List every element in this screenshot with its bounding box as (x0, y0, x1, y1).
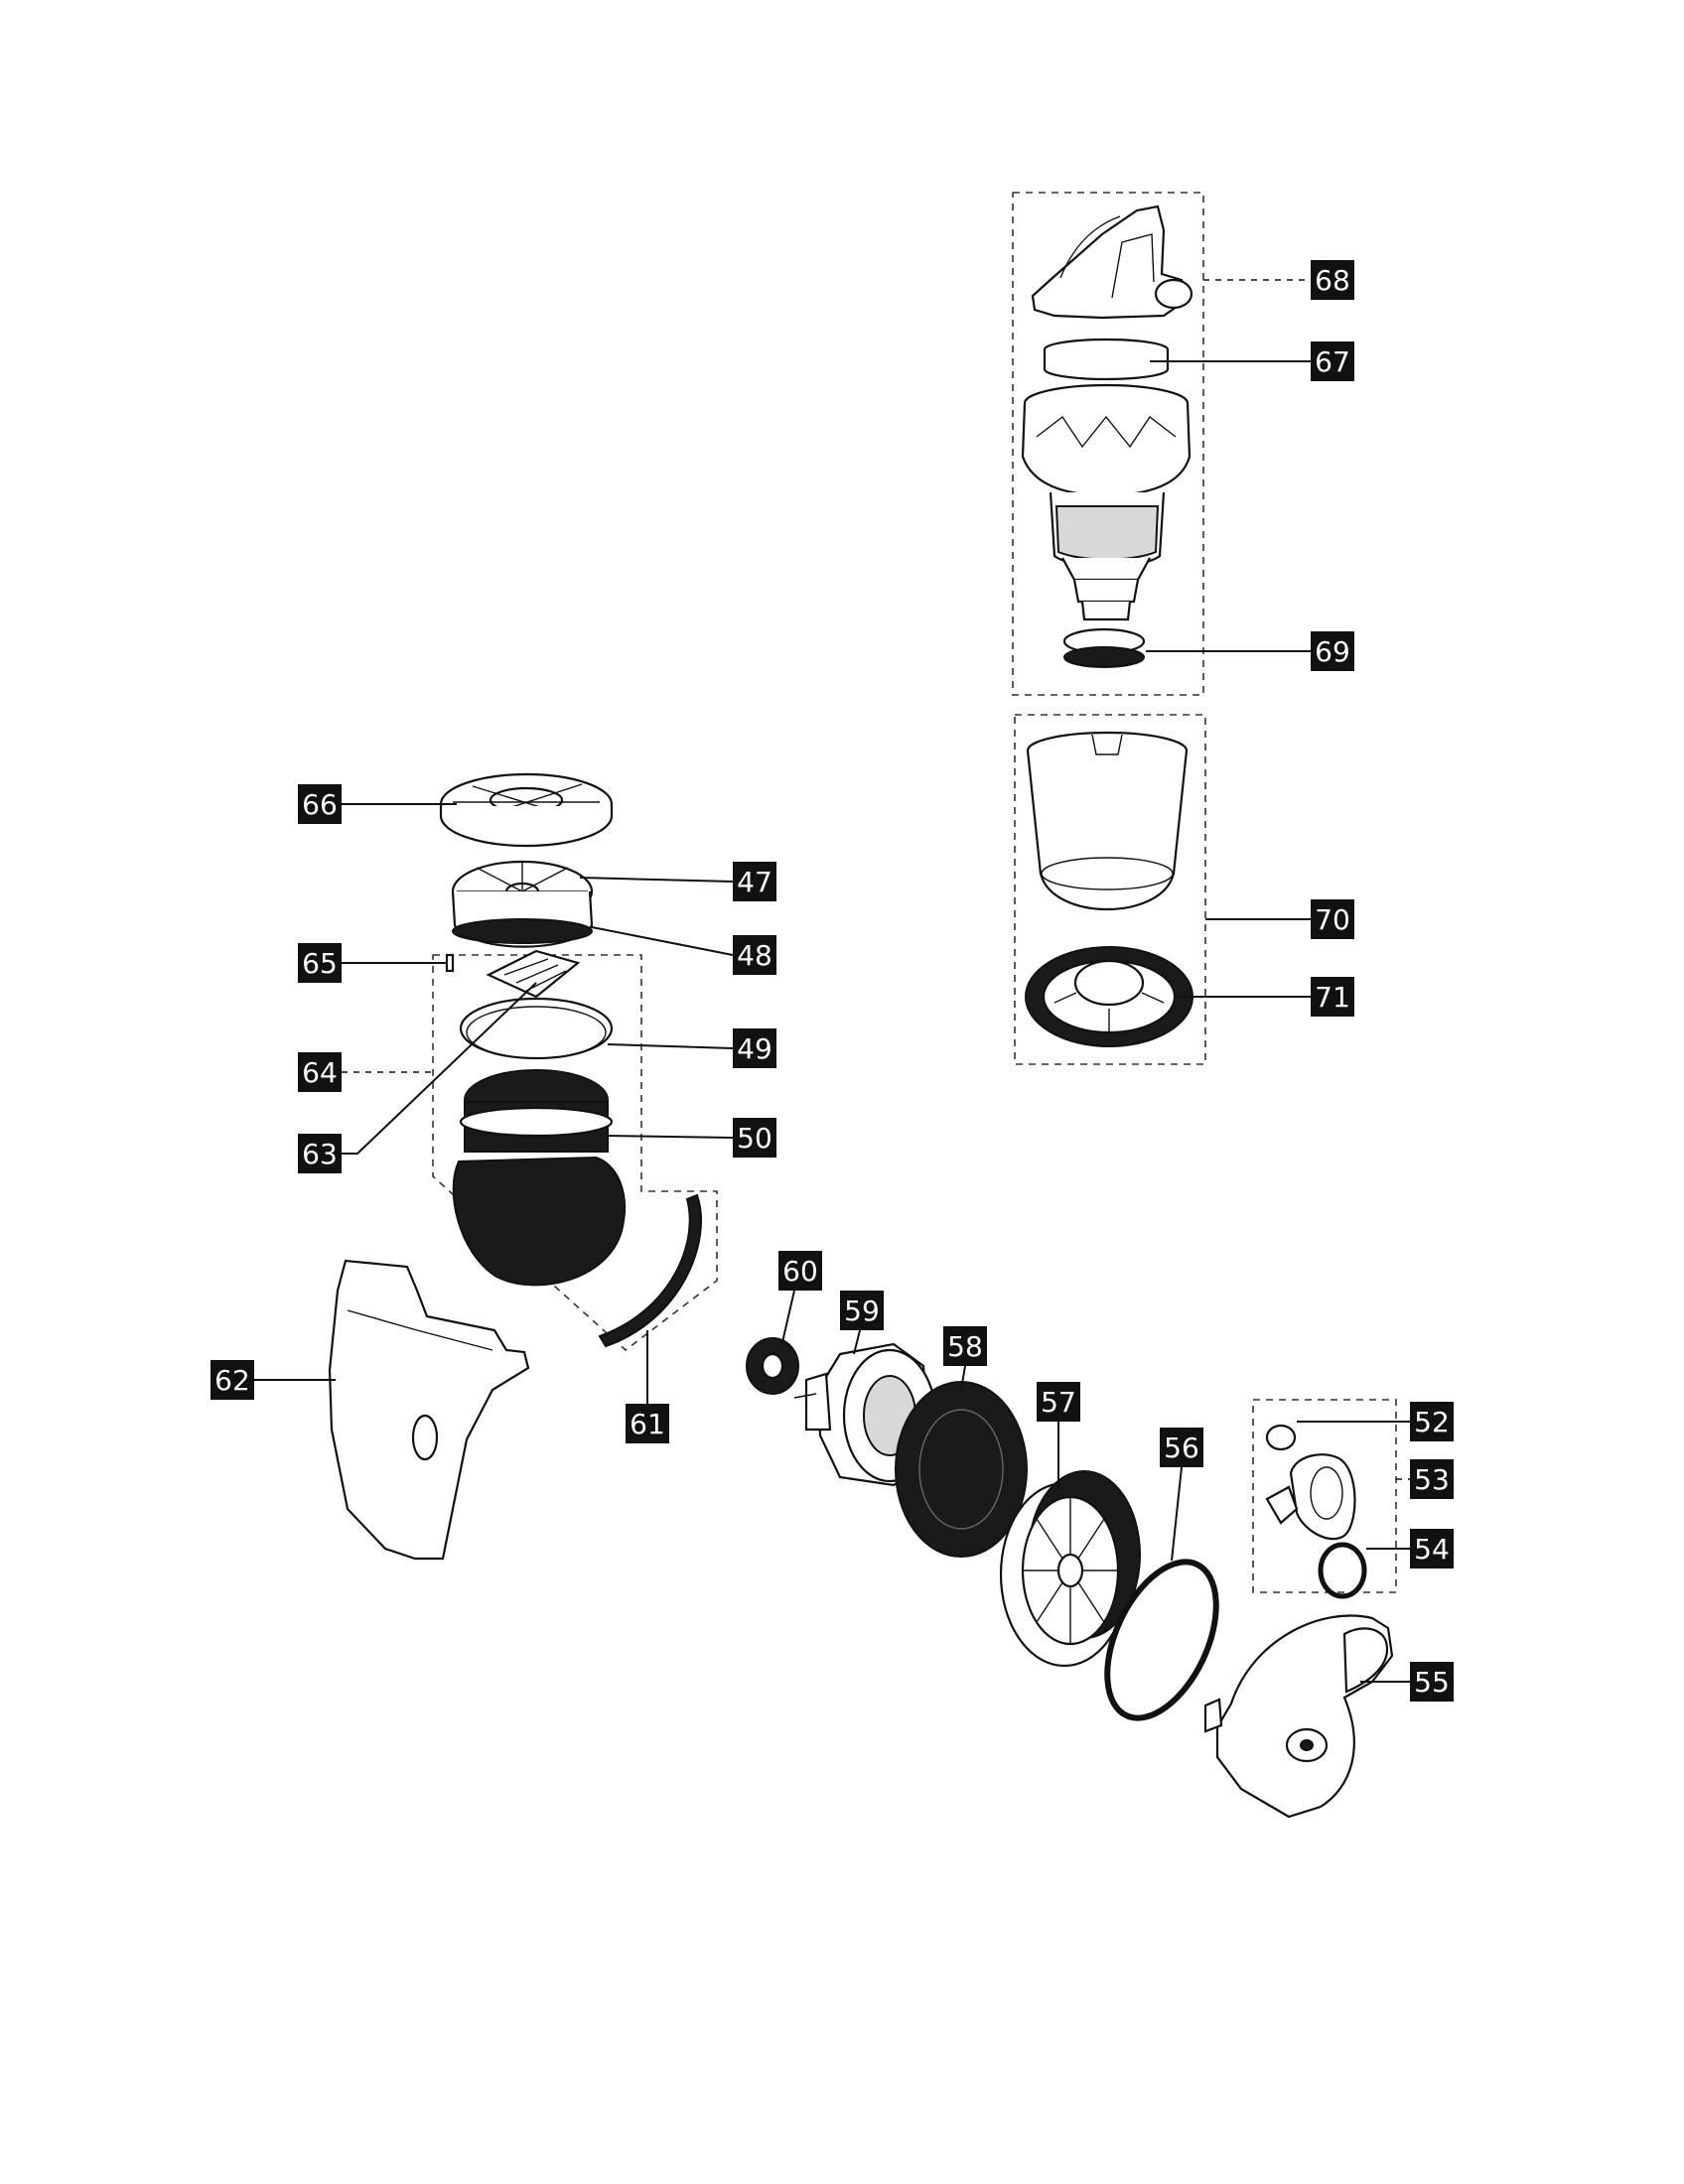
motor-cover-part (1203, 1614, 1394, 1819)
post-filter-cover-part (439, 772, 614, 848)
svg-text:58: 58 (947, 1330, 983, 1363)
tag-50: 50 (733, 1118, 776, 1158)
leader-47 (579, 877, 734, 883)
leader-56 (1171, 1466, 1183, 1562)
svg-text:67: 67 (1315, 345, 1350, 378)
svg-text:50: 50 (737, 1122, 772, 1155)
tag-59: 59 (840, 1291, 884, 1330)
svg-text:59: 59 (844, 1295, 880, 1327)
svg-text:54: 54 (1414, 1533, 1450, 1566)
svg-text:70: 70 (1315, 903, 1350, 936)
svg-text:49: 49 (737, 1032, 772, 1065)
housing-seal-part (1104, 1559, 1219, 1721)
svg-text:68: 68 (1315, 264, 1350, 297)
tag-69: 69 (1311, 631, 1354, 671)
svg-text:53: 53 (1414, 1463, 1450, 1496)
tag-56: 56 (1160, 1428, 1203, 1467)
cyclone-handle-part (1031, 205, 1193, 320)
tag-71: 71 (1311, 977, 1354, 1017)
clip-part (486, 949, 581, 999)
post-filter-part (451, 860, 594, 948)
leader-59 (853, 1329, 861, 1355)
tag-57: 57 (1037, 1382, 1080, 1422)
leader-48 (591, 926, 734, 956)
cyclone-assembly-box (1012, 192, 1204, 696)
tag-65: 65 (298, 943, 342, 983)
svg-text:48: 48 (737, 939, 772, 972)
tag-66: 66 (298, 784, 342, 824)
pre-motor-filter-part (895, 1381, 1028, 1558)
motor-seal-part (459, 997, 614, 1060)
tag-67: 67 (1311, 341, 1354, 381)
chassis-side-part (328, 1259, 530, 1561)
tag-48: 48 (733, 935, 776, 975)
svg-text:47: 47 (737, 866, 772, 898)
valve-assembly-box (1252, 1399, 1397, 1593)
tag-58: 58 (943, 1326, 987, 1366)
tag-68: 68 (1311, 260, 1354, 300)
bin-assembly-box (1014, 714, 1206, 1065)
svg-text:65: 65 (302, 947, 338, 980)
leader-63 (342, 982, 537, 1155)
leader-58 (960, 1365, 966, 1391)
svg-text:62: 62 (214, 1364, 250, 1397)
svg-text:71: 71 (1315, 981, 1350, 1014)
tag-61: 61 (626, 1404, 669, 1443)
tag-47: 47 (733, 862, 776, 901)
tag-64: 64 (298, 1052, 342, 1092)
tag-63: 63 (298, 1134, 342, 1173)
tag-53: 53 (1410, 1459, 1454, 1499)
motor-housing-part (999, 1470, 1141, 1668)
valve-part (1265, 1424, 1367, 1599)
tag-49: 49 (733, 1028, 776, 1068)
motor-bucket-part (452, 1069, 627, 1287)
leader-50 (607, 1135, 734, 1139)
clear-bin-part (1026, 731, 1189, 910)
svg-text:57: 57 (1041, 1386, 1076, 1419)
svg-text:69: 69 (1315, 635, 1350, 668)
tag-55: 55 (1410, 1662, 1454, 1702)
bucket-seal-part (598, 1193, 702, 1348)
svg-text:55: 55 (1414, 1666, 1450, 1699)
svg-text:66: 66 (302, 788, 338, 821)
cyclone-seal-part (1043, 338, 1170, 381)
svg-text:61: 61 (630, 1408, 665, 1440)
washer-part (746, 1337, 799, 1395)
tag-54: 54 (1410, 1529, 1454, 1569)
leader-60 (781, 1290, 795, 1343)
svg-text:56: 56 (1164, 1432, 1199, 1464)
tag-52: 52 (1410, 1402, 1454, 1441)
cyclone-shroud-part (1021, 383, 1192, 668)
svg-text:63: 63 (302, 1138, 338, 1170)
tag-62: 62 (210, 1360, 254, 1400)
motor-bucket-box (432, 954, 718, 1352)
screw-part (445, 953, 455, 973)
svg-text:64: 64 (302, 1056, 338, 1089)
svg-text:60: 60 (782, 1255, 818, 1288)
tag-70: 70 (1311, 899, 1354, 939)
tag-60: 60 (778, 1251, 822, 1291)
leader-49 (607, 1043, 734, 1049)
svg-text:52: 52 (1414, 1406, 1450, 1438)
bin-base-part (1025, 946, 1193, 1047)
